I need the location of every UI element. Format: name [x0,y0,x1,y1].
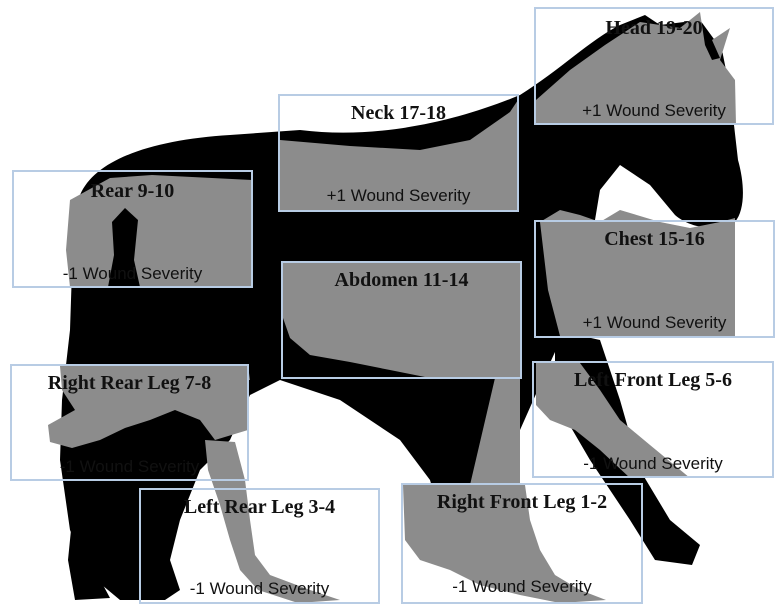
zone-chest-title: Chest 15-16 [536,228,773,251]
zone-right-rear-leg: Right Rear Leg 7-8 -1 Wound Severity [10,364,249,481]
zone-right-front-leg: Right Front Leg 1-2 -1 Wound Severity [401,483,643,604]
zone-head-effect: +1 Wound Severity [536,101,772,121]
zone-left-front-leg-title: Left Front Leg 5-6 [534,369,772,392]
zone-rear: Rear 9-10 -1 Wound Severity [12,170,253,288]
zone-head-title: Head 19-20 [536,17,772,40]
zone-left-front-leg: Left Front Leg 5-6 -1 Wound Severity [532,361,774,478]
zone-left-front-leg-effect: -1 Wound Severity [534,454,772,474]
zone-right-rear-leg-title: Right Rear Leg 7-8 [12,372,247,395]
zone-chest-effect: +1 Wound Severity [536,313,773,333]
zone-left-rear-leg-effect: -1 Wound Severity [141,579,378,599]
zone-right-rear-leg-effect: -1 Wound Severity [12,457,247,477]
zone-neck: Neck 17-18 +1 Wound Severity [278,94,519,212]
zone-abdomen: Abdomen 11-14 [281,261,522,379]
zone-left-rear-leg: Left Rear Leg 3-4 -1 Wound Severity [139,488,380,604]
zone-head: Head 19-20 +1 Wound Severity [534,7,774,125]
zone-abdomen-title: Abdomen 11-14 [283,269,520,292]
zone-rear-effect: -1 Wound Severity [14,264,251,284]
zone-chest: Chest 15-16 +1 Wound Severity [534,220,775,338]
zone-neck-effect: +1 Wound Severity [280,186,517,206]
zone-left-rear-leg-title: Left Rear Leg 3-4 [141,496,378,519]
zone-neck-title: Neck 17-18 [280,102,517,125]
zone-rear-title: Rear 9-10 [14,180,251,203]
zone-right-front-leg-title: Right Front Leg 1-2 [403,491,641,514]
zone-right-front-leg-effect: -1 Wound Severity [403,577,641,597]
